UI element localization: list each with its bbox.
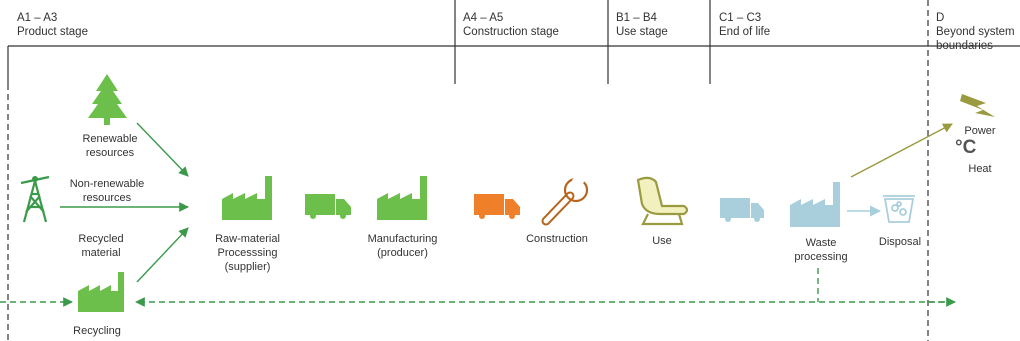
stage-name: Use stage	[616, 26, 668, 38]
stage-a4-a5: A4 – A5 Construction stage	[463, 11, 603, 39]
raw-material-factory-icon	[222, 176, 272, 220]
armchair-icon	[636, 176, 689, 226]
disposal-bin-icon	[883, 195, 915, 223]
heat-symbol: °C	[955, 137, 977, 158]
lightning-icon	[960, 94, 995, 117]
stage-code: D	[936, 12, 945, 24]
stage-code: A4 – A5	[463, 12, 504, 24]
use-label: Use	[652, 235, 672, 247]
oil-derrick-icon	[20, 175, 50, 223]
truck-icon-light-blue	[720, 198, 764, 222]
tree-icon	[88, 74, 127, 125]
construction-label: Construction	[526, 233, 588, 245]
stage-code: B1 – B4	[616, 12, 657, 24]
raw-material-label: Raw-material Processsing (supplier)	[215, 233, 280, 273]
wrench-icon	[541, 172, 589, 226]
renewable-resources-label: Renewable resources	[82, 133, 138, 159]
recycled-material-label: Recycled material	[78, 233, 124, 259]
waste-processing-label: Waste processing	[794, 237, 848, 263]
recycling-label: Recycling	[73, 325, 121, 337]
heat-label: Heat	[968, 163, 992, 175]
manufacturing-label: Manufacturing (producer)	[367, 233, 438, 259]
truck-icon-green	[305, 194, 351, 219]
stage-c1-c3: C1 – C3 End of life	[719, 11, 839, 39]
header-frame	[7, 0, 1020, 84]
stage-name: Construction stage	[463, 26, 559, 38]
waste-factory-icon	[790, 182, 840, 227]
power-label: Power	[964, 125, 996, 137]
non-renewable-resources-label: Non-renewable resources	[69, 178, 145, 204]
stage-code: A1 – A3	[17, 12, 58, 24]
recycling-factory-icon	[78, 272, 124, 312]
manufacturing-factory-icon	[377, 176, 427, 220]
stage-a1-a3: A1 – A3 Product stage	[17, 11, 167, 39]
stage-b1-b4: B1 – B4 Use stage	[616, 11, 706, 39]
arrow-waste-power	[850, 123, 953, 178]
truck-icon-orange	[474, 194, 520, 219]
stage-name: Product stage	[17, 26, 88, 38]
arrow-renewable	[136, 122, 189, 177]
disposal-label: Disposal	[878, 236, 922, 248]
stage-code: C1 – C3	[719, 12, 762, 24]
stage-name: End of life	[719, 26, 771, 38]
arrow-recycled	[136, 227, 189, 283]
